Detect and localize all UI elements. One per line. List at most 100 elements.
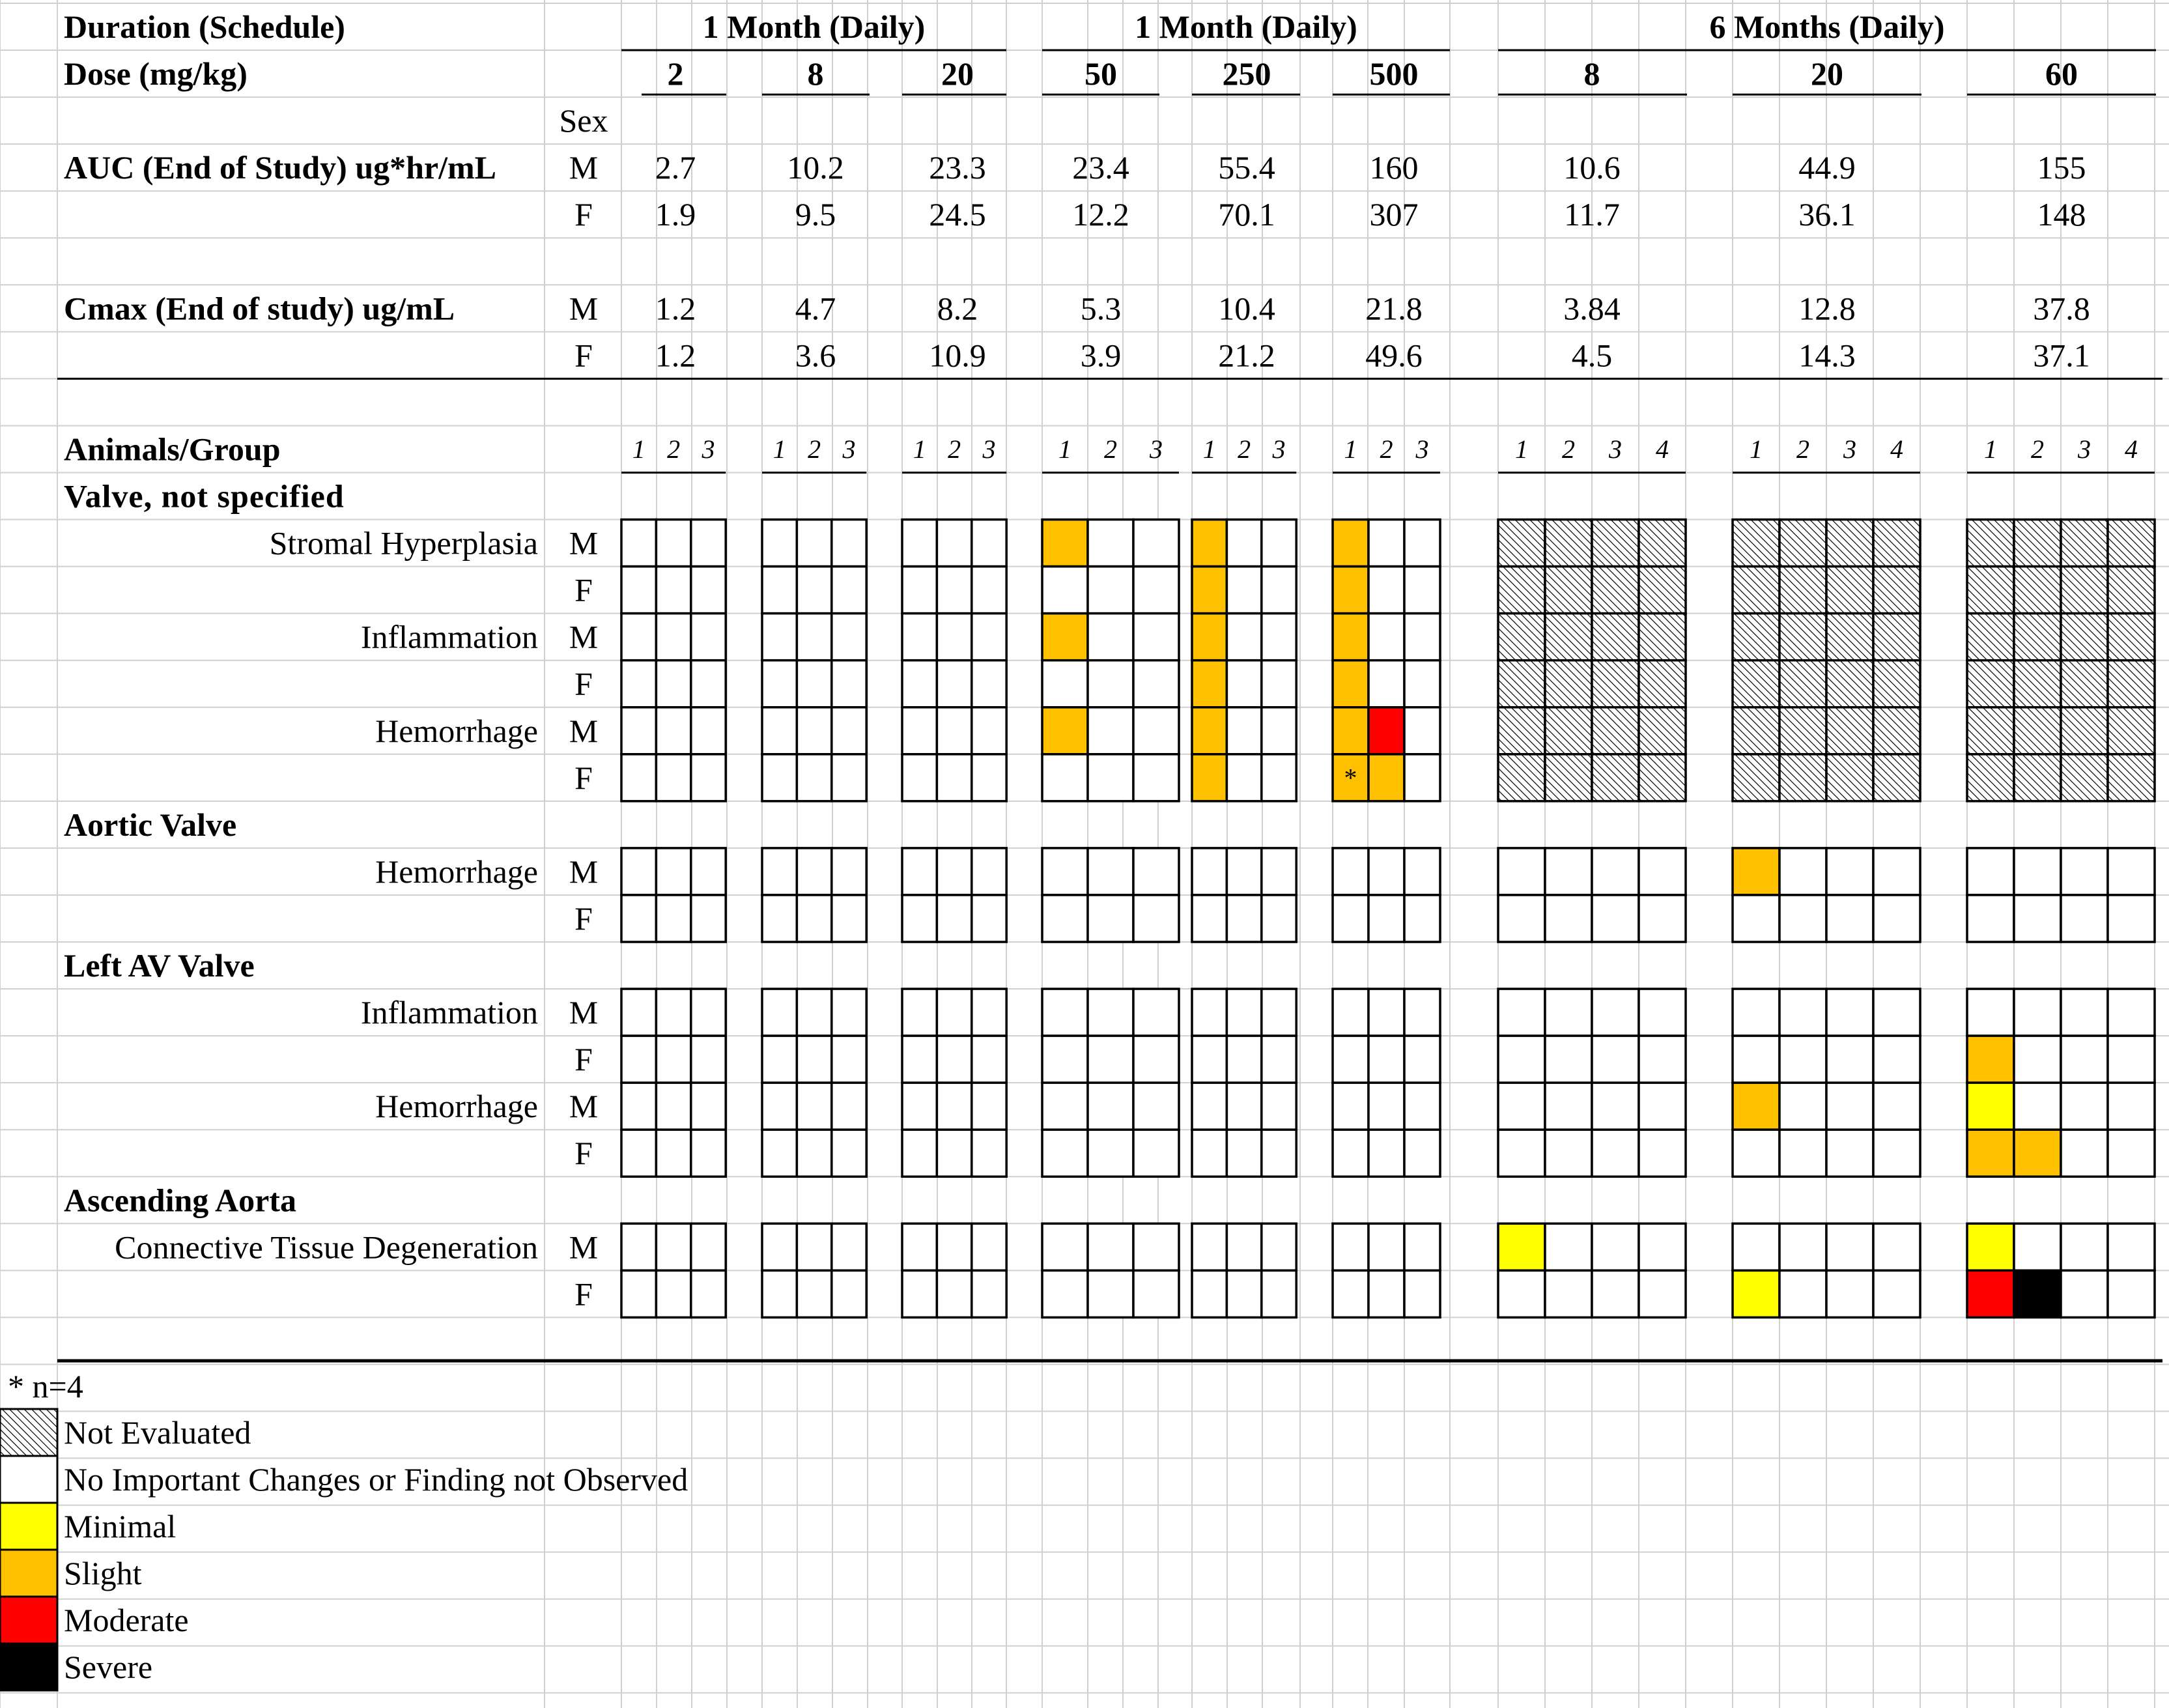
severity-cell [690,612,727,662]
pk-value: 36.1 [1798,196,1856,233]
severity-cell [2060,1222,2109,1272]
finding-label: Hemorrhage [375,853,538,890]
pk-value: 8.2 [937,290,978,326]
dose-header: 50 [1084,55,1117,92]
severity-cell [935,1222,973,1272]
severity-cell [1191,518,1228,568]
severity-cell [1497,659,1546,709]
severity-cell [1825,894,1875,943]
severity-cell [1331,612,1370,662]
pk-value: 21.8 [1365,290,1423,326]
severity-cell [795,753,833,803]
severity-cell [655,1034,692,1084]
severity-cell [1591,659,1640,709]
severity-cell [1544,1222,1593,1272]
severity-cell [1591,988,1640,1037]
severity-cell [1872,518,1921,568]
severity-cell [1403,706,1441,756]
severity-cell [2060,988,2109,1037]
severity-cell [1497,847,1546,896]
severity-cell [1497,1269,1546,1319]
severity-cell [795,847,833,896]
severity-cell [971,612,1008,662]
severity-cell [2013,1034,2062,1084]
severity-cell [1225,659,1263,709]
legend-label: No Important Changes or Finding not Obse… [64,1461,688,1498]
severity-cell [761,659,799,709]
severity-cell [655,1222,692,1272]
severity-cell [2060,1081,2109,1131]
pk-value: 10.9 [929,337,986,373]
legend-label: Not Evaluated [64,1414,251,1451]
pk-value: 148 [2037,196,2086,233]
severity-cell [1367,659,1406,709]
severity-cell [1367,988,1406,1037]
severity-cell [2013,894,2062,943]
severity-cell [1191,612,1228,662]
severity-cell [2106,988,2156,1037]
severity-cell [1497,612,1546,662]
severity-cell [1637,1269,1687,1319]
severity-cell [830,847,868,896]
severity-cell [1591,847,1640,896]
severity-cell [1132,1081,1180,1131]
severity-cell [2013,612,2062,662]
legend-swatch [0,1408,59,1457]
sex-label: Sex [560,102,608,139]
severity-cell [1041,659,1089,709]
severity-cell [830,706,868,756]
severity-cell [1225,1128,1263,1178]
severity-cell [1825,1269,1875,1319]
severity-cell [1331,988,1370,1037]
severity-cell [901,1269,939,1319]
severity-cell [1225,518,1263,568]
severity-cell [620,894,658,943]
severity-cell [971,659,1008,709]
severity-cell [2106,1269,2156,1319]
legend-swatch [0,1642,59,1692]
severity-cell [1731,659,1781,709]
severity-cell [1132,1269,1180,1319]
severity-cell [1132,612,1180,662]
severity-cell [1367,894,1406,943]
severity-cell [1544,894,1593,943]
severity-cell [690,753,727,803]
severity-cell [1637,988,1687,1037]
severity-cell [795,1269,833,1319]
severity-cell [620,612,658,662]
severity-cell [1191,894,1228,943]
severity-cell [1403,1269,1441,1319]
severity-cell [1872,706,1921,756]
severity-cell [1591,753,1640,803]
severity-cell [1041,565,1089,615]
severity-cell [901,847,939,896]
severity-cell [1191,1222,1228,1272]
severity-cell [1331,1269,1370,1319]
severity-cell [1825,1128,1875,1178]
section-title: Valve, not specified [64,478,345,515]
severity-cell [1778,1222,1828,1272]
severity-cell [1966,1034,2015,1084]
pk-value: 37.8 [2033,290,2090,326]
severity-cell [1367,1034,1406,1084]
severity-cell [1637,565,1687,615]
severity-cell [1260,1128,1297,1178]
severity-cell [1331,1222,1370,1272]
severity-cell [761,894,799,943]
severity-cell [1041,1222,1089,1272]
sex-marker: F [574,1135,593,1171]
severity-cell [1872,659,1921,709]
severity-cell [1778,894,1828,943]
severity-cell [1260,612,1297,662]
severity-cell [1225,1081,1263,1131]
severity-cell [1778,1034,1828,1084]
severity-cell [1225,894,1263,943]
severity-cell [1825,706,1875,756]
severity-cell [971,1128,1008,1178]
severity-cell [1260,1222,1297,1272]
severity-cell [761,518,799,568]
severity-cell [1544,1034,1593,1084]
severity-cell [901,894,939,943]
severity-cell [935,706,973,756]
footnote: * n=4 [8,1368,83,1404]
